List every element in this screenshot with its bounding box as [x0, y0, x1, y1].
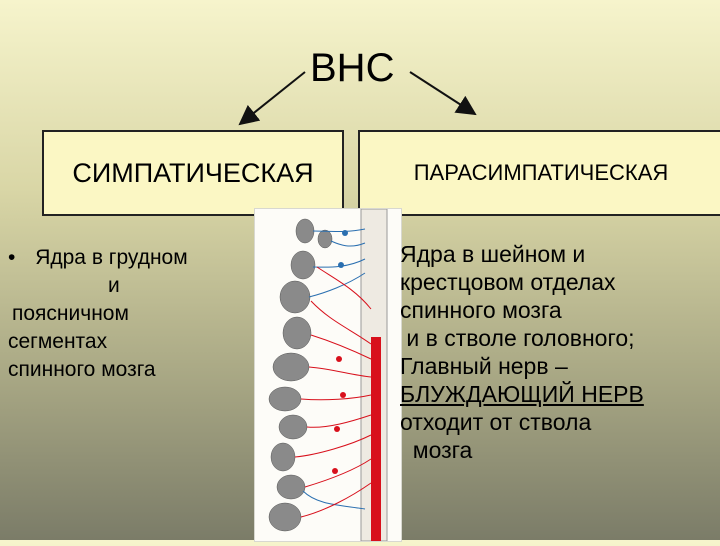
organ-pelvis	[268, 502, 302, 532]
nerve-red-9	[316, 266, 372, 310]
nerve-red-8	[300, 482, 372, 518]
nerve-red-5	[306, 414, 372, 428]
sympathetic-header-box: СИМПАТИЧЕСКАЯ	[42, 130, 344, 216]
nerve-blue-4	[308, 272, 366, 298]
nerve-blue-5	[302, 490, 366, 510]
organ-stomach	[268, 386, 302, 412]
sympathetic-line-1: Ядра в грудном	[35, 246, 188, 269]
organ-head	[290, 250, 316, 280]
organ-lung	[282, 316, 312, 350]
nerve-red-4	[300, 394, 372, 401]
parasympathetic-header-box: ПАРАСИМПАТИЧЕСКАЯ	[358, 130, 720, 216]
sympathetic-description: • Ядра в грудном и поясничном сегментах …	[8, 244, 253, 384]
sympathetic-line-2: и	[108, 274, 120, 297]
parasympathetic-line-6: БЛУЖДАЮЩИЙ НЕРВ	[400, 381, 644, 407]
parasympathetic-line-8: мозга	[400, 437, 473, 463]
parasympathetic-line-2: крестцовом отделах	[400, 269, 616, 295]
spinal-red-segment	[371, 337, 381, 541]
parasympathetic-line-4: и в стволе головного;	[400, 325, 635, 351]
parasympathetic-header: ПАРАСИМПАТИЧЕСКАЯ	[413, 160, 669, 185]
nerve-blue-2	[330, 240, 366, 247]
parasympathetic-line-5: Главный нерв –	[400, 353, 568, 379]
sympathetic-line-5: спинного мозга	[8, 358, 156, 381]
organ-liver	[272, 352, 310, 382]
organ-kidney	[270, 442, 296, 472]
nerve-red-3	[308, 366, 372, 378]
page-title: ВНС	[310, 46, 395, 90]
sympathetic-header: СИМПАТИЧЕСКАЯ	[72, 157, 314, 188]
ganglion-2	[340, 392, 346, 398]
ganglion-blue-1	[342, 230, 348, 236]
nerve-red-6	[294, 434, 372, 458]
parasympathetic-line-1: Ядра в шейном и	[400, 241, 586, 267]
ganglion-3	[334, 426, 340, 432]
sympathetic-line-4: сегментах	[8, 330, 108, 353]
anatomy-illustration	[254, 208, 402, 542]
organ-heart	[279, 280, 311, 314]
ganglion-4	[332, 468, 338, 474]
nerve-red-2	[310, 334, 372, 360]
organ-intestine	[278, 414, 308, 440]
ganglion-1	[336, 356, 342, 362]
organ-eye	[295, 218, 315, 244]
parasympathetic-line-7: отходит от ствола	[400, 409, 592, 435]
ganglion-blue-2	[338, 262, 344, 268]
nerve-red-1	[310, 300, 372, 345]
nerve-red-7	[304, 458, 372, 488]
organ-gland	[317, 229, 333, 249]
arrow-to-sympathetic	[238, 71, 306, 126]
nerve-blue-1	[312, 228, 366, 232]
sympathetic-line-3: поясничном	[12, 302, 129, 325]
parasympathetic-description: Ядра в шейном и крестцовом отделах спинн…	[400, 240, 644, 464]
parasympathetic-line-3: спинного мозга	[400, 297, 562, 323]
bullet-icon: •	[8, 246, 16, 269]
nerve-blue-3	[312, 258, 366, 268]
organ-bladder	[276, 474, 306, 500]
arrow-to-parasympathetic	[409, 71, 477, 116]
